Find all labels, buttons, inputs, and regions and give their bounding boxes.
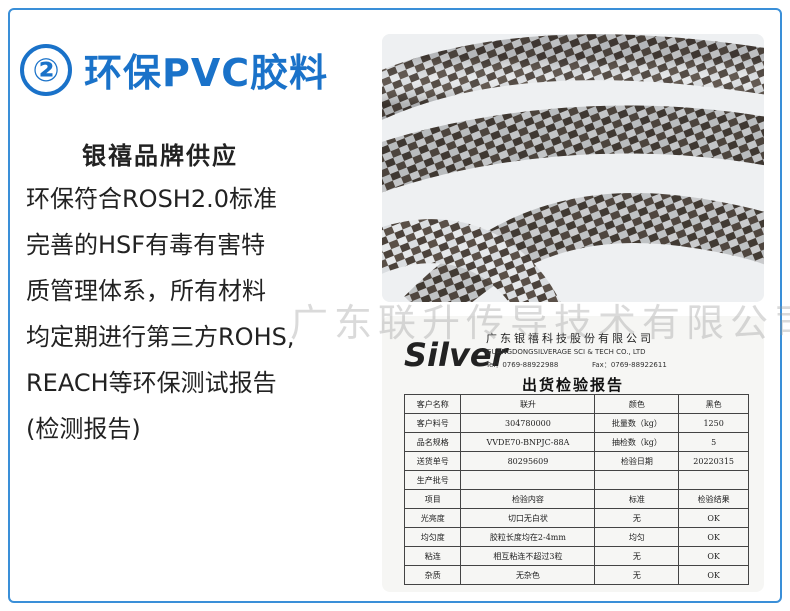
table-cell: 抽检数（kg） bbox=[594, 432, 680, 452]
table-cell: 光亮度 bbox=[403, 508, 462, 528]
step-number-badge: ② bbox=[20, 43, 72, 96]
table-cell: 检验日期 bbox=[594, 451, 680, 471]
table-cell: 均匀度 bbox=[403, 527, 462, 547]
table-cell: 胶粒长度均在2-4mm bbox=[460, 527, 596, 547]
table-cell: 杂质 bbox=[403, 565, 462, 585]
table-cell: 联升 bbox=[460, 394, 596, 414]
table-row: 均匀度 胶粒长度均在2-4mm 均匀 OK bbox=[403, 527, 749, 547]
table-cell: 相互粘连不超过3粒 bbox=[460, 546, 596, 566]
report-table: 客户名称 联升 颜色 黑色 客户料号 304780000 批量数（kg） 125… bbox=[403, 394, 749, 585]
company-name-en: GUANGDONGSILVERAGE SCI & TECH CO., LTD bbox=[486, 348, 646, 356]
table-header-cell: 标准 bbox=[594, 489, 680, 509]
table-cell: 20220315 bbox=[678, 451, 749, 471]
table-cell: 均匀 bbox=[594, 527, 680, 547]
table-cell: 无 bbox=[594, 546, 680, 566]
cable-illustration bbox=[382, 34, 764, 302]
brand-supply-subtitle: 银禧品牌供应 bbox=[82, 142, 238, 170]
table-row: 送货单号 80295609 检验日期 20220315 bbox=[403, 451, 749, 471]
description-line: REACH等环保测试报告 bbox=[26, 369, 277, 397]
description-line: 均定期进行第三方ROHS, bbox=[26, 323, 295, 351]
table-row: 光亮度 切口无白状 无 OK bbox=[403, 508, 749, 528]
table-cell: 品名规格 bbox=[403, 432, 462, 452]
table-cell: 颜色 bbox=[594, 394, 680, 414]
description-block: 环保符合ROSH2.0标准 完善的HSF有毒有害特 质管理体系，所有材料 均定期… bbox=[26, 176, 366, 452]
table-cell: 5 bbox=[678, 432, 749, 452]
table-cell: 无 bbox=[594, 565, 680, 585]
table-cell: 客户料号 bbox=[403, 413, 462, 433]
table-row: 客户名称 联升 颜色 黑色 bbox=[403, 394, 749, 414]
table-cell bbox=[460, 470, 596, 490]
table-cell: 生产批号 bbox=[403, 470, 462, 490]
table-cell: 粘连 bbox=[403, 546, 462, 566]
outer-frame bbox=[8, 8, 782, 603]
table-cell: OK bbox=[678, 546, 749, 566]
silver-logo: Silver bbox=[404, 336, 508, 374]
table-cell: OK bbox=[678, 508, 749, 528]
table-cell: 切口无白状 bbox=[460, 508, 596, 528]
table-cell: 黑色 bbox=[678, 394, 749, 414]
table-cell: 批量数（kg） bbox=[594, 413, 680, 433]
description-line: 环保符合ROSH2.0标准 bbox=[26, 185, 278, 213]
table-cell: OK bbox=[678, 565, 749, 585]
table-cell: 送货单号 bbox=[403, 451, 462, 471]
table-header-cell: 检验内容 bbox=[460, 489, 596, 509]
table-cell: 80295609 bbox=[460, 451, 596, 471]
table-cell: 无 bbox=[594, 508, 680, 528]
table-row: 客户料号 304780000 批量数（kg） 1250 bbox=[403, 413, 749, 433]
table-row: 杂质 无杂色 无 OK bbox=[403, 565, 749, 585]
company-tel: Tel：0769-88922988 bbox=[486, 361, 559, 369]
table-cell: 客户名称 bbox=[403, 394, 462, 414]
section-title: 环保PVC胶料 bbox=[84, 51, 329, 95]
table-cell bbox=[678, 470, 749, 490]
description-line: 完善的HSF有毒有害特 bbox=[26, 231, 266, 259]
table-cell: 1250 bbox=[678, 413, 749, 433]
table-cell bbox=[594, 470, 680, 490]
table-cell: VVDE70-BNPJC-88A bbox=[460, 432, 596, 452]
company-fax: Fax：0769-88922611 bbox=[592, 361, 667, 369]
inspection-report-photo: Silver 广东银禧科技股份有限公司 GUANGDONGSILVERAGE S… bbox=[382, 316, 764, 592]
braided-cable-photo bbox=[382, 34, 764, 302]
company-name-cn: 广东银禧科技股份有限公司 bbox=[486, 332, 654, 345]
table-row: 生产批号 bbox=[403, 470, 749, 490]
table-row: 粘连 相互粘连不超过3粒 无 OK bbox=[403, 546, 749, 566]
table-cell: 304780000 bbox=[460, 413, 596, 433]
table-cell: OK bbox=[678, 527, 749, 547]
report-title: 出货检验报告 bbox=[521, 376, 624, 394]
description-line: (检测报告) bbox=[26, 415, 141, 443]
table-row: 品名规格 VVDE70-BNPJC-88A 抽检数（kg） 5 bbox=[403, 432, 749, 452]
section-heading: ② 环保PVC胶料 bbox=[20, 42, 328, 97]
table-header-cell: 检验结果 bbox=[678, 489, 749, 509]
section-label-cell: 项目 bbox=[403, 489, 462, 509]
table-row: 项目 检验内容 标准 检验结果 bbox=[403, 489, 749, 509]
description-line: 质管理体系，所有材料 bbox=[26, 277, 266, 305]
table-cell: 无杂色 bbox=[460, 565, 596, 585]
company-watermark: 广东联升传导技术有限公司 bbox=[290, 301, 790, 345]
